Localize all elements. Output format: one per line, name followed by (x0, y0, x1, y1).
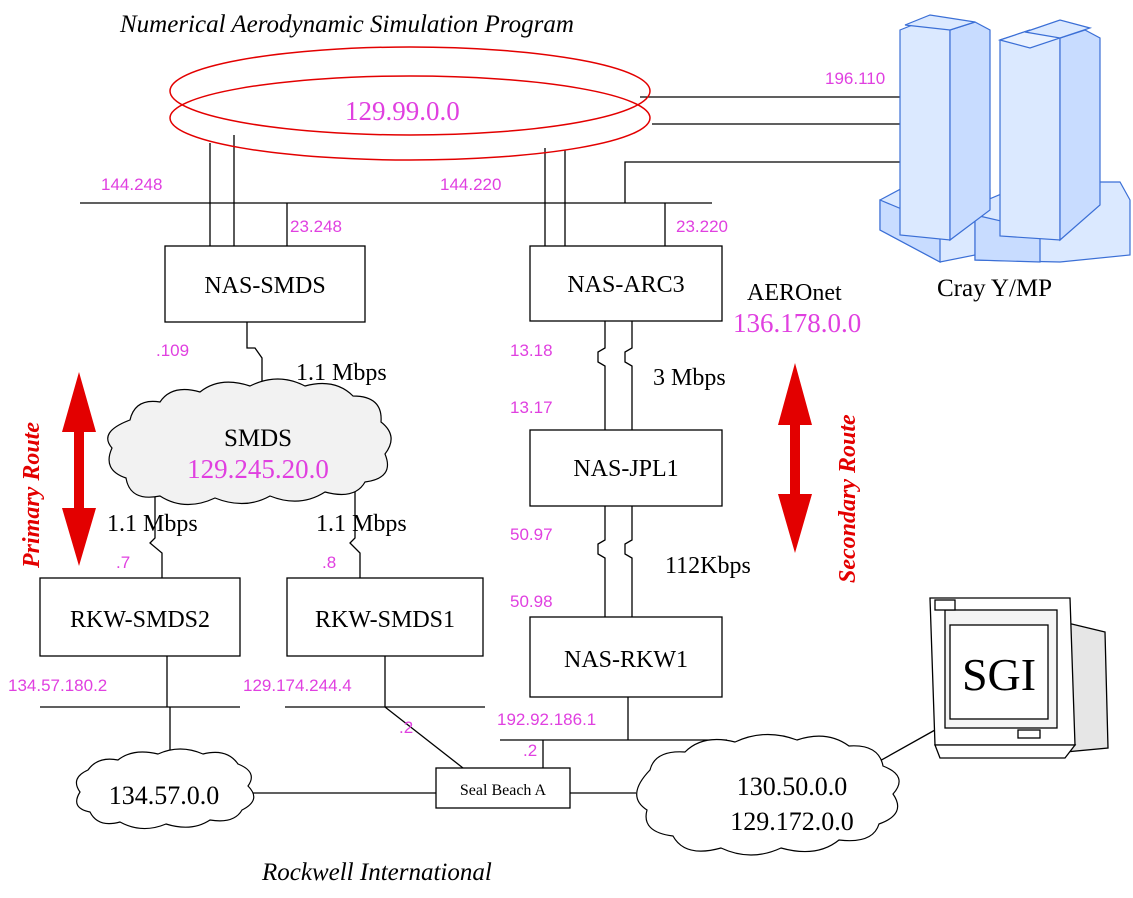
link-speed-jpl-rkw: 112Kbps (665, 553, 751, 579)
addr-rkw2-lan: 134.57.180.2 (8, 676, 107, 695)
link-speed-smds-left: 1.1 Mbps (107, 511, 198, 537)
connections (40, 96, 936, 794)
router-nas-jpl1: NAS-JPL1 (529, 429, 723, 507)
smds-cloud-address: 129.245.20.0 (187, 454, 329, 484)
router-rkw-smds1: RKW-SMDS1 (286, 577, 484, 657)
secondary-route-arrow-icon (778, 363, 812, 553)
aeronet-name: AEROnet (747, 280, 842, 306)
addr-jpl-if-up: 13.17 (510, 398, 553, 417)
sgi-monitor-icon: SGI (929, 597, 1109, 759)
bottom-title: Rockwell International (261, 859, 492, 886)
router-nas-arc3: NAS-ARC3 (529, 245, 723, 322)
cloud-134-57-label: 134.57.0.0 (109, 781, 220, 810)
cloud-rockwell-right: 130.50.0.0 129.172.0.0 (636, 733, 900, 856)
primary-route-arrow-icon (62, 372, 96, 566)
addr-rkw2-if: .7 (116, 553, 130, 572)
cloud-rockwell-right-line1: 130.50.0.0 (737, 772, 848, 801)
secondary-route-label: Secondary Route (835, 414, 861, 583)
cray-icon (879, 14, 1131, 263)
router-nas-smds-label: NAS-SMDS (204, 273, 325, 299)
addr-rkw1-if: 50.98 (510, 592, 553, 611)
addr-rkw1s-lan: 129.174.244.4 (243, 676, 352, 695)
addr-lan-left: 144.248 (101, 175, 162, 194)
router-seal-beach-label: Seal Beach A (460, 782, 547, 799)
router-nas-rkw1: NAS-RKW1 (529, 616, 723, 698)
addr-arc-lan: 23.220 (676, 217, 728, 236)
link-speed-arc-jpl: 3 Mbps (653, 365, 726, 391)
cloud-134-57: 134.57.0.0 (75, 748, 255, 830)
addr-smds-lan: 23.248 (290, 217, 342, 236)
addr-seal-if-left: .2 (399, 718, 413, 737)
addr-rkw1s-if: .8 (322, 553, 336, 572)
primary-route-label: Primary Route (19, 422, 45, 569)
addr-rkw1-lan: 192.92.186.1 (497, 710, 596, 729)
smds-cloud: SMDS 129.245.20.0 (107, 378, 392, 506)
router-nas-smds: NAS-SMDS (164, 245, 366, 323)
router-rkw-smds1-label: RKW-SMDS1 (315, 607, 455, 633)
router-seal-beach: Seal Beach A (435, 767, 571, 809)
addr-seal-if-right: .2 (523, 741, 537, 760)
router-nas-jpl1-label: NAS-JPL1 (573, 456, 678, 482)
sgi-label: SGI (962, 649, 1036, 700)
interface-addresses: 196.110 144.248 144.220 23.248 23.220 .1… (8, 69, 885, 760)
router-rkw-smds2: RKW-SMDS2 (39, 577, 241, 657)
smds-cloud-name: SMDS (224, 425, 292, 452)
aeronet-address: 136.178.0.0 (733, 308, 861, 338)
cloud-rockwell-right-line2: 129.172.0.0 (730, 807, 854, 836)
addr-arc-if: 13.18 (510, 341, 553, 360)
addr-smds-if: .109 (156, 341, 189, 360)
link-speed-smds-right: 1.1 Mbps (316, 511, 407, 537)
addr-cray-link: 196.110 (825, 69, 885, 88)
cray-label: Cray Y/MP (937, 275, 1052, 302)
addr-lan-right: 144.220 (440, 175, 501, 194)
ring-address: 129.99.0.0 (345, 96, 460, 126)
router-nas-arc3-label: NAS-ARC3 (567, 272, 684, 298)
router-nas-rkw1-label: NAS-RKW1 (564, 647, 688, 673)
nas-ring: 129.99.0.0 (169, 46, 651, 161)
top-title: Numerical Aerodynamic Simulation Program (119, 11, 574, 38)
router-rkw-smds2-label: RKW-SMDS2 (70, 607, 210, 633)
addr-jpl-if-down: 50.97 (510, 525, 553, 544)
link-speed-smds-up: 1.1 Mbps (296, 360, 387, 386)
